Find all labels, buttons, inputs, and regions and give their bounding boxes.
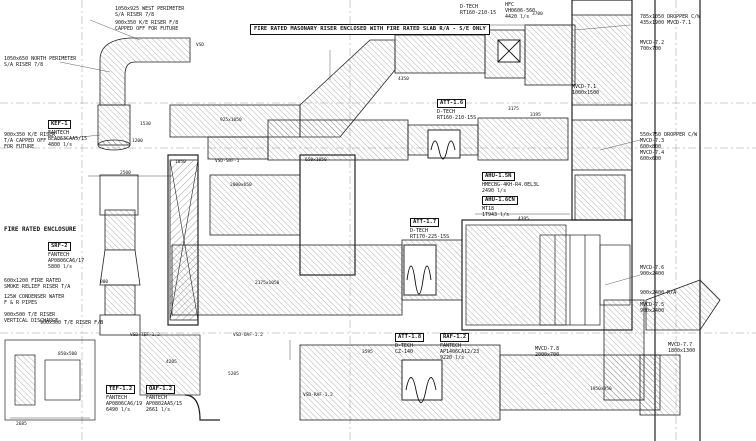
equipment-spec-ahu-1-5n: HMECBG-4KH-R4.0EL3L 2490 l/s (482, 182, 540, 194)
te-riser-note: 900x500 T/E RISER VERTICAL DISCHARGE (4, 312, 59, 324)
equipment-tag-raf-1-2: RAF-1.2 (440, 333, 470, 342)
dtech-top-label: D-TECH RT160-210-15 (460, 4, 497, 16)
vsd-callout: VSD (196, 43, 205, 48)
vsd-tef-callout: VSD-TEF-1.2 (130, 333, 160, 338)
vsd-oaf-callout: VSD-OAF-1.2 (233, 333, 263, 338)
fire-enclosure-label: FIRE RATED ENCLOSURE (4, 226, 77, 233)
dropper-duct-right (571, 14, 721, 331)
dim-1050: 1050 (175, 160, 186, 165)
dim-3595: 3595 (362, 350, 373, 355)
mvcd-7-6-label: MVCD-7.6 900x2400 (640, 265, 665, 277)
equipment-spec-srf-2: FANTECH AP0806CA6/17 5800 l/s (48, 252, 85, 270)
equipment-spec-kef-1: FANTECH BFA063CAA5/15 4800 l/s (48, 130, 88, 148)
vsd-raf-callout: VSD-RAF-1.2 (303, 393, 333, 398)
equipment-tag-kef-1: KEF-1 (48, 120, 71, 129)
attenuator-symbols (401, 39, 521, 403)
west-perimeter-note: 1050x925 WEST PERIMETER S/A RISER 7/8 (115, 6, 185, 18)
equipment-tag-tef-1-2: TEF-1.2 (106, 385, 136, 394)
capped-top-note: 900x350 K/E RISER F/8 CAPPED OFF FOR FUT… (115, 20, 179, 32)
equipment-tag-att-1-8: ATT-1.8 (395, 333, 425, 342)
plant-bottom-left (4, 334, 220, 421)
equipment-spec-att-1-8: D-TECH CZ-140 (395, 343, 414, 355)
ahu-unit (465, 224, 631, 326)
dim-4350: 4350 (398, 77, 409, 82)
dim-4205: 4205 (166, 360, 177, 365)
riser-note: FIRE RATED MASONARY RISER ENCLOSED WITH … (250, 24, 490, 35)
equipment-spec-att-1-7: D-TECH RT170-225-15S (410, 228, 450, 240)
fire-rated-600-note: 600x1200 FIRE RATED SMOKE RELIEF RISER T… (4, 278, 71, 290)
equipment-spec-ahu-1-6cn: MT18 1T943 l/s (482, 206, 510, 218)
condenser-note: 125W CONDENSER WATER F & R PIPES (4, 294, 65, 306)
equipment-tag-att-1-7: ATT-1.7 (410, 218, 440, 227)
dim-5205: 5205 (228, 372, 239, 377)
dim-2500: 2500 (120, 171, 131, 176)
leader-lines (51, 19, 641, 286)
mvcd-7-5-label: MVCD-7.5 900x2400 (640, 302, 665, 314)
dim-900: 900 (100, 280, 109, 285)
hfc-label: HFC VH0606-560 4420 l/s (505, 2, 536, 20)
mvcd-7-8-label: MVCD-7.8 2000x700 (535, 346, 560, 358)
dropper-mid-label: 550x750 DROPPER C/W MVCD-7.3 600x800 MVC… (640, 132, 698, 162)
equipment-tag-ahu-1-6cn: AHU-1.6CN (482, 196, 518, 205)
dim-925: 925x1050 (220, 118, 242, 123)
dropper-top-label: 785x1050 DROPPER C/W 435x1900 MVCD-7.1 (640, 14, 701, 26)
ra-label: 900x2400 R/A (640, 290, 677, 296)
vsd-srf-callout: VSD-SRF-1 (215, 159, 240, 164)
dim-3195: 3195 (530, 113, 541, 118)
dim-650: 650x1050 (305, 158, 327, 163)
dim-3175: 3175 (508, 107, 519, 112)
mvcd-7-7-label: MVCD-7.7 1800x1300 (668, 342, 696, 354)
mvcd-7-1-label: MVCD-7.1 1000x1500 (572, 84, 600, 96)
equipment-spec-tef-1-2: FANTECH AP0806CA6/19 6490 l/s (106, 395, 143, 413)
dim-2000: 2000x650 (230, 183, 252, 188)
equipment-tag-att-1-6: ATT-1.6 (437, 99, 467, 108)
round-duct-top-left (97, 37, 191, 151)
dim-3700: 3700 (532, 12, 543, 17)
dim-2685: 2685 (16, 422, 27, 427)
ke-riser-note: 900x350 K/E RISER T/A CAPPED OFF FOR FUT… (4, 132, 56, 150)
dim-1950: 1950x950 (590, 387, 612, 392)
dim-1530: 1530 (140, 122, 151, 127)
equipment-spec-raf-1-2: FANTECH AP1406CA12/23 9220 l/s (440, 343, 480, 361)
te-riser-fb-note: 900x500 T/E RISER F/B (40, 320, 104, 326)
dim-850: 850x500 (58, 352, 77, 357)
north-perimeter-note: 1050x650 NORTH PERIMETER S/A RISER 7/8 (4, 56, 77, 68)
dim-2175: 2175x1050 (255, 281, 280, 286)
equipment-tag-ahu-1-5n: AHU-1.5N (482, 172, 515, 181)
dim-1200: 1200 (132, 139, 143, 144)
equipment-tag-srf-2: SRF-2 (48, 242, 71, 251)
fan-assembly-left (99, 174, 141, 336)
equipment-spec-att-1-6: D-TECH RT160-210-15S (437, 109, 477, 121)
mvcd-7-2-label: MVCD-7.2 700x700 (640, 40, 665, 52)
equipment-spec-oaf-1-2: FANTECH AP0802AA5/15 2661 l/s (146, 395, 183, 413)
dim-4395: 4395 (518, 217, 529, 222)
equipment-tag-oaf-1-2: OAF-1.2 (146, 385, 176, 394)
